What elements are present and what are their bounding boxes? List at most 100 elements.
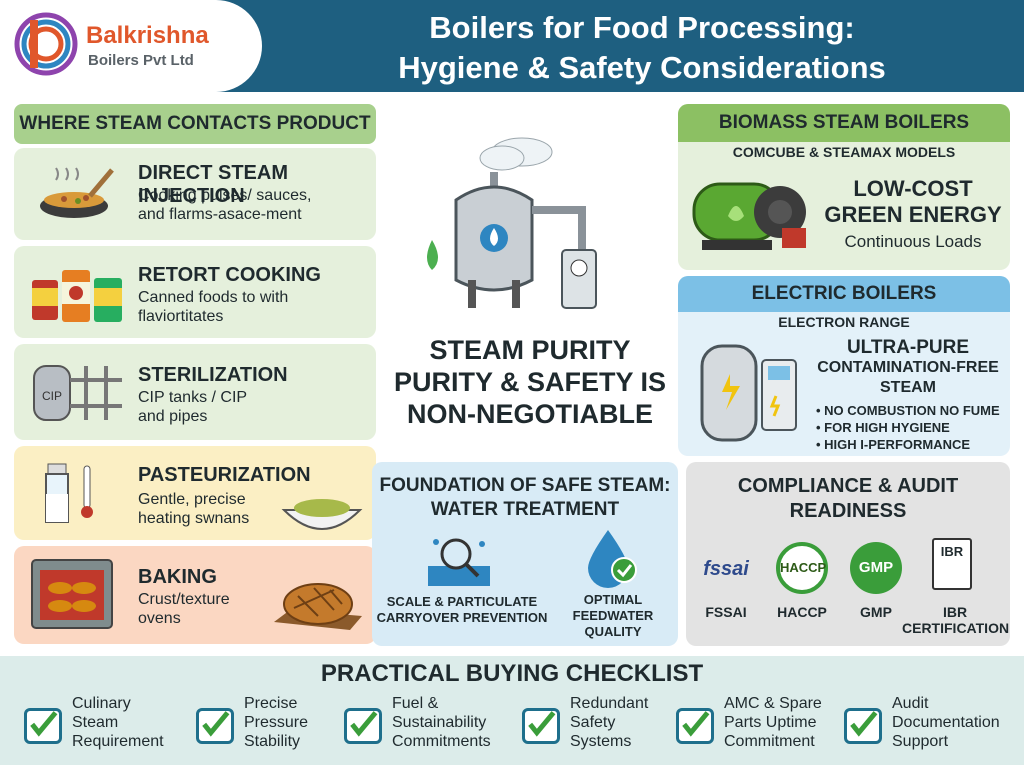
badge-label: FSSAI xyxy=(705,604,747,620)
powder-bowl-icon xyxy=(281,499,363,530)
oven-icon xyxy=(31,559,113,629)
item-title: PASTEURIZATION xyxy=(138,464,311,486)
biomass-big-1: LOW-COST xyxy=(853,176,973,201)
feedwater-line-3: QUALITY xyxy=(584,624,642,639)
item-desc: and pipes xyxy=(138,408,208,425)
electric-bullets: • NO COMBUSTION NO FUME • FOR HIGH HYGIE… xyxy=(816,402,1000,453)
ibr-mark: IBR xyxy=(940,544,964,559)
item-desc: Gentle, precise xyxy=(138,491,246,508)
ibr-label-2: CERTIFICATION xyxy=(902,620,1010,636)
item-desc: Cooking pulses/ sauces, xyxy=(138,187,312,204)
item-direct-steam: DIRECT STEAM INJECTION Cooking pulses/ s… xyxy=(14,148,376,240)
electric-card: ELECTRIC BOILERS ELECTRON RANGE ULTRA-PU… xyxy=(678,276,1010,456)
ibr-label-1: IBR xyxy=(942,604,968,620)
canned-food-icon xyxy=(32,270,122,322)
water-title-2: WATER TREATMENT xyxy=(430,499,620,520)
item-baking: BAKING Crust/texture ovens xyxy=(14,546,376,644)
gmp-seal-icon: GMP xyxy=(850,542,902,594)
water-treatment-card: FOUNDATION OF SAFE STEAM: WATER TREATMEN… xyxy=(372,462,678,646)
check-icon xyxy=(676,708,714,744)
steam-boiler-illustration xyxy=(427,137,597,309)
biomass-boiler-icon xyxy=(692,182,806,250)
scale-line-2: CARRYOVER PREVENTION xyxy=(376,610,548,625)
item-desc: CIP tanks / CIP xyxy=(138,389,248,406)
title-line-1: Boilers for Food Processing: xyxy=(429,10,855,45)
compliance-title-2: READINESS xyxy=(789,500,907,522)
center-line-3: NON-NEGOTIABLE xyxy=(407,399,653,429)
haccp-seal-icon: HACCP xyxy=(776,542,828,594)
cip-label: CIP xyxy=(42,389,62,403)
item-retort: RETORT COOKING Canned foods to with flav… xyxy=(14,246,376,338)
electric-big-1: ULTRA-PURE xyxy=(846,337,970,358)
center-line-2: PURITY & SAFETY IS xyxy=(393,367,667,397)
center-message: STEAM PURITY PURITY & SAFETY IS NON-NEGO… xyxy=(380,334,680,430)
water-title: FOUNDATION OF SAFE STEAM: WATER TREATMEN… xyxy=(372,474,678,522)
biomass-note: Continuous Loads xyxy=(844,232,982,251)
electric-title: ELECTRIC BOILERS xyxy=(678,276,1010,312)
scale-line-1: SCALE & PARTICULATE xyxy=(386,594,538,609)
item-desc: flaviortitates xyxy=(138,308,224,325)
electric-highlight: ULTRA-PURE CONTAMINATION-FREE STEAM xyxy=(808,338,1008,398)
compliance-title: COMPLIANCE & AUDIT READINESS xyxy=(686,474,1010,524)
electric-big-3: STEAM xyxy=(880,379,936,396)
scale-prevention-label: SCALE & PARTICULATE CARRYOVER PREVENTION xyxy=(372,594,552,626)
section-heading-steam-contact: WHERE STEAM CONTACTS PRODUCT xyxy=(14,104,376,144)
ibr-certificate-icon: IBR xyxy=(932,538,972,590)
logo-panel: Balkrishna Boilers Pvt Ltd xyxy=(0,0,262,92)
feedwater-quality-label: OPTIMAL FEEDWATER QUALITY xyxy=(558,592,668,640)
item-desc: Crust/texture xyxy=(138,591,230,608)
center-line-1: STEAM PURITY xyxy=(429,335,631,365)
water-title-1: FOUNDATION OF SAFE STEAM: xyxy=(379,475,671,496)
biomass-highlight: LOW-COST GREEN ENERGY xyxy=(818,176,1008,228)
milk-bottle-icon xyxy=(45,463,93,523)
magnifier-water-icon xyxy=(428,538,490,586)
item-sterilization: CIP STERILIZATION CIP tanks / CIP and pi… xyxy=(14,344,376,440)
compliance-title-1: COMPLIANCE & AUDIT xyxy=(737,475,959,497)
item-desc: and flarms-asace-ment xyxy=(138,206,302,223)
cooking-pot-icon xyxy=(40,167,114,218)
bread-loaf-icon xyxy=(274,583,362,630)
biomass-big-2: GREEN ENERGY xyxy=(824,202,1002,227)
bullet-item: • HIGH I-PERFORMANCE xyxy=(816,437,971,452)
bullet-item: • NO COMBUSTION NO FUME xyxy=(816,403,1000,418)
bullet-item: • FOR HIGH HYGIENE xyxy=(816,420,950,435)
check-icon xyxy=(522,708,560,744)
page-title: Boilers for Food Processing: Hygiene & S… xyxy=(262,8,1022,88)
brand-logo-icon xyxy=(14,12,78,76)
checklist-title: PRACTICAL BUYING CHECKLIST xyxy=(320,660,704,687)
electric-range: ELECTRON RANGE xyxy=(778,314,910,330)
electric-boiler-icon xyxy=(700,344,797,442)
item-desc: Canned foods to with xyxy=(138,289,289,306)
electric-big-2: CONTAMINATION-FREE xyxy=(817,359,999,376)
badge-label: HACCP xyxy=(777,604,827,620)
check-icon xyxy=(344,708,382,744)
compliance-card: COMPLIANCE & AUDIT READINESS fssai HACCP… xyxy=(686,462,1010,646)
item-desc: heating swnans xyxy=(138,510,250,527)
item-title: STERILIZATION xyxy=(138,364,288,386)
title-line-2: Hygiene & Safety Considerations xyxy=(398,50,886,85)
feedwater-line-1: OPTIMAL xyxy=(583,592,643,607)
fssai-logo: fssai xyxy=(703,558,749,580)
check-icon xyxy=(196,708,234,744)
cip-tank-icon: CIP xyxy=(33,365,122,421)
water-drop-check-icon xyxy=(588,530,637,588)
brand-subtitle: Boilers Pvt Ltd xyxy=(88,52,194,69)
item-pasteurization: PASTEURIZATION Gentle, precise heating s… xyxy=(14,446,376,540)
biomass-card: BIOMASS STEAM BOILERS COMCUBE & STEAMAX … xyxy=(678,104,1010,270)
biomass-models: COMCUBE & STEAMAX MODELS xyxy=(732,144,956,160)
item-desc: ovens xyxy=(138,610,181,627)
badge-label: IBR CERTIFICATION xyxy=(902,604,1010,636)
item-title: DIRECT STEAM INJECTION xyxy=(138,162,288,207)
biomass-title: BIOMASS STEAM BOILERS xyxy=(678,104,1010,142)
badge-label: GMP xyxy=(860,604,892,620)
check-icon xyxy=(844,708,882,744)
item-title: RETORT COOKING xyxy=(138,264,321,286)
check-icon xyxy=(24,708,62,744)
feedwater-line-2: FEEDWATER xyxy=(572,608,654,623)
